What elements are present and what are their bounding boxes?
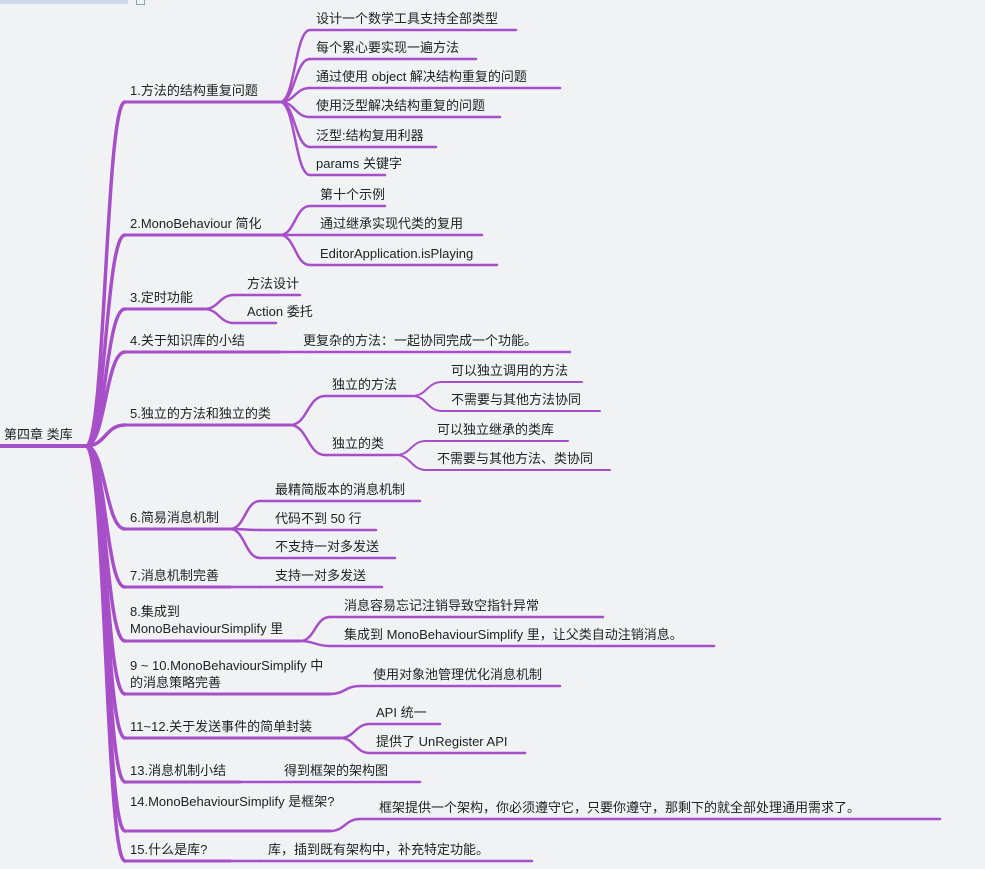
connector-55 (328, 684, 362, 696)
ch5-sub-2[interactable]: 独立的类 (332, 436, 385, 451)
connector-41 (228, 527, 262, 560)
ch1-item-3[interactable]: 通过使用 object 解决结构重复的问题 (316, 69, 527, 84)
connector-81 (288, 423, 327, 457)
connector-59 (338, 722, 372, 740)
ch6-item-2[interactable]: 代码不到 50 行 (275, 511, 362, 526)
ch1-item-2[interactable]: 每个累心要实现一遍方法 (316, 40, 460, 55)
chapter-2-label[interactable]: 2.MonoBehaviour 简化 (130, 216, 262, 231)
ch13-item-1[interactable]: 得到框架的架构图 (284, 763, 389, 778)
connector-33 (84, 423, 127, 448)
ch11-item-1[interactable]: API 统一 (376, 705, 427, 720)
connector-79 (411, 395, 443, 412)
chapter-7-label[interactable]: 7.消息机制完善 (130, 568, 219, 583)
connector-21 (278, 233, 312, 267)
ch11-item-2[interactable]: 提供了 UnRegister API (376, 734, 508, 749)
chapter-13-label[interactable]: 13.消息机制小结 (130, 763, 227, 778)
connector-29 (84, 350, 127, 448)
ch5-sub-1-item-2[interactable]: 不需要与其他方法协同 (451, 392, 582, 407)
ch3-item-1[interactable]: 方法设计 (247, 276, 300, 291)
connector-71 (84, 444, 127, 863)
chapter-6-label[interactable]: 6.简易消息机制 (130, 510, 219, 525)
ch3-item-2[interactable]: Action 委托 (247, 304, 313, 319)
connector-83 (395, 440, 427, 456)
ch9-item-1[interactable]: 使用对象池管理优化消息机制 (373, 667, 543, 682)
ch15-item-1[interactable]: 库，插到既有架构中，补充特定功能。 (268, 842, 490, 857)
connector-85 (395, 454, 427, 471)
ch1-item-4[interactable]: 使用泛型解决结构重复的问题 (316, 98, 486, 113)
ch4-item-1[interactable]: 更复杂的方法：一起协同完成一个功能。 (303, 333, 538, 348)
ch14-item-1[interactable]: 框架提供一个架构，你必须遵守它，只要你遵守，那剩下的就全部处理通用需求了。 (379, 800, 861, 815)
ch7-item-1[interactable]: 支持一对多发送 (275, 568, 367, 583)
ch6-item-3[interactable]: 不支持一对多发送 (275, 539, 380, 554)
ch5-sub-2-item-2[interactable]: 不需要与其他方法、类协同 (437, 451, 594, 466)
ch5-sub-1[interactable]: 独立的方法 (332, 377, 398, 392)
chapter-4-label[interactable]: 4.关于知识库的小结 (130, 333, 245, 348)
chapter-15-label[interactable]: 15.什么是库? (130, 842, 208, 857)
chapter-3-label[interactable]: 3.定时功能 (130, 290, 193, 305)
chapter-8-label[interactable]: 8.集成到 MonoBehaviourSimplify 里 (130, 604, 284, 636)
connector-25 (202, 293, 236, 311)
connector-27 (202, 307, 236, 325)
ch8-item-1[interactable]: 消息容易忘记注销导致空指针异常 (344, 598, 540, 613)
ch2-item-1[interactable]: 第十个示例 (320, 187, 386, 202)
connector-77 (411, 381, 443, 397)
ch8-item-2[interactable]: 集成到 MonoBehaviourSimplify 里，让父类自动注销消息。 (344, 627, 683, 642)
connector-37 (228, 499, 262, 531)
ch1-item-5[interactable]: 泛型:结构复用利器 (316, 128, 424, 143)
ch6-item-1[interactable]: 最精简版本的消息机制 (275, 482, 406, 497)
top-strip (0, 0, 128, 4)
connector-61 (338, 736, 372, 755)
ch5-sub-2-item-1[interactable]: 可以独立继承的类库 (437, 422, 555, 437)
connector-51 (298, 639, 332, 648)
ch2-item-3[interactable]: EditorApplication.isPlaying (320, 246, 474, 261)
connector-69 (328, 817, 362, 833)
root-topic[interactable]: 第四章 类库 (4, 427, 73, 442)
chapter-5-label[interactable]: 5.独立的方法和独立的类 (130, 406, 271, 421)
ch2-item-2[interactable]: 通过继承实现代类的复用 (320, 216, 464, 231)
connector-13 (278, 100, 312, 177)
connector-1 (84, 100, 127, 448)
chapter-1-label[interactable]: 1.方法的结构重复问题 (130, 83, 258, 98)
ch5-sub-1-item-1[interactable]: 可以独立调用的方法 (451, 363, 569, 378)
top-mark (136, 0, 145, 5)
chapter-14-label[interactable]: 14.MonoBehaviourSimplify 是框架? (130, 794, 335, 809)
connector-3 (278, 28, 312, 104)
connector-75 (288, 394, 327, 427)
ch1-item-1[interactable]: 设计一个数学工具支持全部类型 (316, 11, 499, 26)
chapter-11-12-label[interactable]: 11~12.关于发送事件的简单封装 (130, 719, 313, 734)
ch1-item-6[interactable]: params 关键字 (316, 156, 402, 171)
connector-17 (278, 204, 312, 237)
chapter-9-10-label[interactable]: 9 ~ 10.MonoBehaviourSimplify 中的消息策略完善 (130, 658, 324, 690)
